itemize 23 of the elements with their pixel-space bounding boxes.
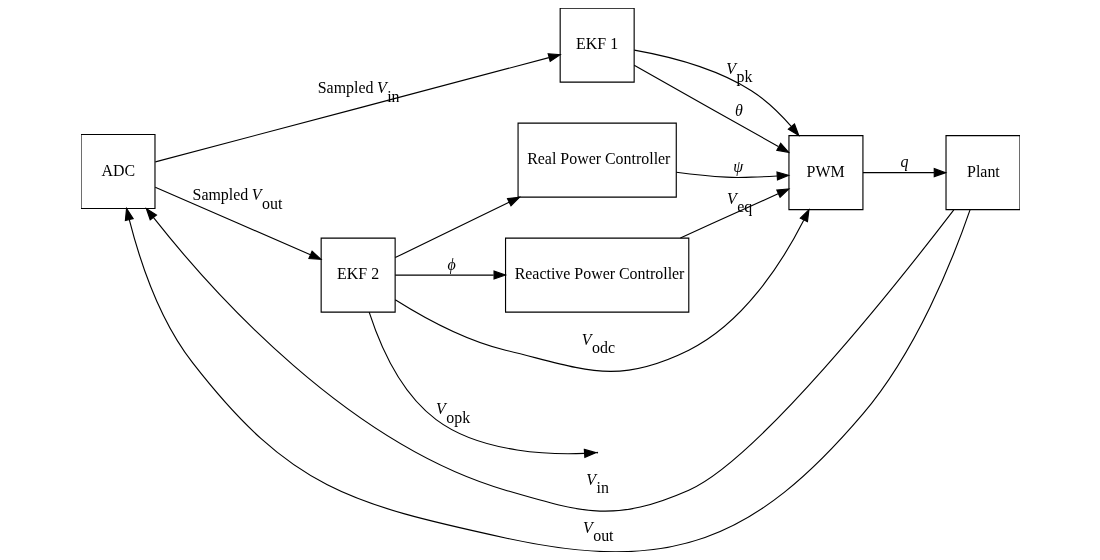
edge-label: θ bbox=[734, 101, 743, 119]
node-box: Plant bbox=[944, 135, 1020, 211]
arrow bbox=[154, 186, 322, 261]
edge-label: q bbox=[899, 153, 908, 171]
node-box: ADC bbox=[80, 133, 156, 210]
arrow bbox=[144, 207, 954, 512]
arrow bbox=[124, 206, 971, 552]
node-box: Real Power Controller bbox=[517, 122, 677, 198]
arrow bbox=[394, 208, 810, 372]
node-box: EKF 1 bbox=[559, 8, 635, 83]
node-box: EKF 2 bbox=[320, 237, 396, 313]
arrow bbox=[633, 49, 800, 137]
arrow bbox=[861, 167, 947, 178]
node-box: Reactive Power Controller bbox=[504, 237, 689, 313]
edge-label: ψ bbox=[732, 157, 743, 175]
arrow bbox=[154, 53, 562, 163]
arrow bbox=[633, 64, 790, 154]
edge-label: ϕ bbox=[446, 255, 456, 273]
arrow bbox=[679, 188, 790, 239]
arrow bbox=[394, 270, 507, 280]
node-box: PWM bbox=[787, 135, 863, 211]
arrow bbox=[675, 171, 790, 181]
arrow bbox=[394, 196, 521, 259]
